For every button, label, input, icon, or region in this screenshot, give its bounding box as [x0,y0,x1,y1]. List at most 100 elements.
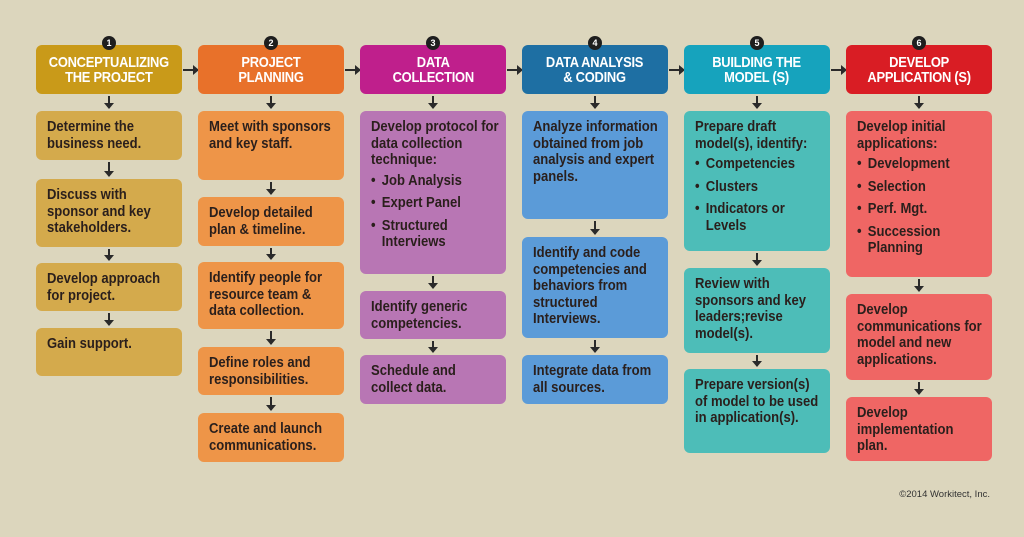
step-box: Schedule and collect data. [360,355,506,404]
arrow-down-icon [752,96,762,109]
step-text: Identify and code competencies and behav… [533,245,647,327]
step-text: Develop protocol for data collection tec… [371,119,499,168]
step-box: Prepare version(s) of model to be used i… [684,369,830,453]
bullet-item: Selection [857,179,985,196]
step-number-badge: 2 [264,36,278,50]
step-text: Analyze information obtained from job an… [533,119,658,185]
arrow-down-icon [266,331,276,345]
step-text: Develop implementation plan. [857,405,954,454]
arrow-right-icon [669,65,685,75]
arrow-down-icon [104,249,114,261]
step-box: Prepare draft model(s), identify: Compete… [684,111,830,251]
bullet-list: DevelopmentSelectionPerf. Mgt. Succession… [857,156,985,257]
phase-title: PROJECT PLANNING [238,53,304,86]
step-text: Meet with sponsors and key staff. [209,119,331,152]
arrow-right-icon [183,65,199,75]
bullet-item: Job Analysis [371,173,499,190]
step-box: Determine the business need. [36,111,182,160]
arrow-down-icon [266,96,276,109]
step-text: Develop approach for project. [47,271,161,304]
step-box: Identify generic competencies. [360,291,506,339]
step-box: Review with sponsors and key leaders;rev… [684,268,830,353]
step-number-badge: 5 [750,36,764,50]
step-box: Define roles and responsibilities. [198,347,344,395]
step-box: Develop protocol for data collection tec… [360,111,506,274]
bullet-item: Structured Interviews [371,218,499,251]
step-box: Identify people for resource team & data… [198,262,344,329]
bullet-item: Development [857,156,985,173]
arrow-right-icon [507,65,523,75]
phase-title: BUILDING THE MODEL (S) [712,53,802,86]
arrow-down-icon [428,341,438,353]
bullet-item: Perf. Mgt. [857,201,985,218]
arrow-down-icon [428,276,438,289]
step-text: Discuss with sponsor and key stakeholder… [47,187,151,236]
step-text: Define roles and responsibilities. [209,355,311,388]
arrow-down-icon [428,96,438,109]
phase-header: BUILDING THE MODEL (S) [684,45,830,94]
bullet-item: Clusters [695,179,823,196]
arrow-down-icon [266,248,276,260]
step-text: Develop initial applications: [857,119,946,152]
arrow-down-icon [914,96,924,109]
step-number-badge: 3 [426,36,440,50]
arrow-down-icon [752,253,762,266]
phase-title: DATA COLLECTION [392,53,474,86]
step-box: Identify and code competencies and behav… [522,237,668,338]
arrow-down-icon [914,382,924,395]
arrow-down-icon [104,162,114,177]
step-number-badge: 4 [588,36,602,50]
phase-header: DATA ANALYSIS & CODING [522,45,668,94]
phase-title: DATA ANALYSIS & CODING [546,53,644,86]
step-text: Integrate data from all sources. [533,363,652,396]
phase-header: CONCEPTUALIZING THE PROJECT [36,45,182,94]
step-box: Develop approach for project. [36,263,182,311]
step-text: Prepare version(s) of model to be used i… [695,377,819,426]
arrow-down-icon [914,279,924,292]
arrow-down-icon [266,397,276,411]
bullet-item: Expert Panel [371,195,499,212]
step-box: Gain support. [36,328,182,376]
bullet-item: Competencies [695,156,823,173]
step-text: Create and launch communications. [209,421,323,454]
phase-header: PROJECT PLANNING [198,45,344,94]
step-number-badge: 1 [102,36,116,50]
bullet-list: CompetenciesClustersIndicators or Levels [695,156,823,234]
arrow-right-icon [831,65,847,75]
step-text: Review with sponsors and key leaders;rev… [695,276,806,342]
arrow-down-icon [590,340,600,353]
phase-header: DEVELOP APPLICATION (S) [846,45,992,94]
step-text: Identify generic competencies. [371,299,468,332]
step-box: Analyze information obtained from job an… [522,111,668,219]
arrow-down-icon [590,96,600,109]
step-text: Determine the business need. [47,119,142,152]
step-box: Develop implementation plan. [846,397,992,461]
arrow-right-icon [345,65,361,75]
step-box: Meet with sponsors and key staff. [198,111,344,180]
bullet-item: Indicators or Levels [695,201,823,234]
step-text: Develop detailed plan & timeline. [209,205,313,238]
bullet-list: Job AnalysisExpert PanelStructured Inter… [371,173,499,251]
step-box: Develop communications for model and new… [846,294,992,380]
phase-title: CONCEPTUALIZING THE PROJECT [48,53,170,86]
arrow-down-icon [590,221,600,235]
step-box: Discuss with sponsor and key stakeholder… [36,179,182,247]
bullet-item: Succession Planning [857,224,985,257]
phase-header: DATA COLLECTION [360,45,506,94]
arrow-down-icon [266,182,276,195]
arrow-down-icon [752,355,762,367]
step-box: Develop detailed plan & timeline. [198,197,344,246]
step-box: Create and launch communications. [198,413,344,462]
arrow-down-icon [104,313,114,326]
step-box: Integrate data from all sources. [522,355,668,404]
step-box: Develop initial applications: Development… [846,111,992,277]
step-text: Develop communications for model and new… [857,302,982,368]
step-text: Prepare draft model(s), identify: [695,119,808,152]
step-text: Identify people for resource team & data… [209,270,323,319]
step-text: Gain support. [47,336,132,352]
copyright-notice: ©2014 Workitect, Inc. [899,489,990,500]
step-text: Schedule and collect data. [371,363,456,396]
arrow-down-icon [104,96,114,109]
phase-title: DEVELOP APPLICATION (S) [867,53,971,86]
step-number-badge: 6 [912,36,926,50]
